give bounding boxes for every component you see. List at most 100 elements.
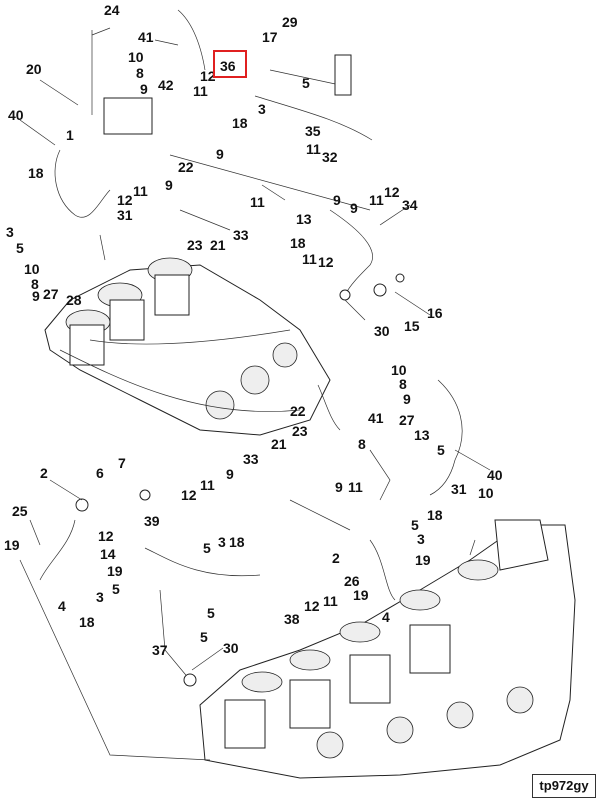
callout-label: 28 [66,292,82,308]
callout-label: 2 [332,550,340,566]
callout-label: 11 [193,83,208,99]
callout-label: 31 [451,481,467,497]
callout-label: 8 [31,276,39,292]
callout-label: 11 [302,251,317,267]
callout-label: 1 [66,127,74,143]
callout-label: 5 [200,629,208,645]
callout-label: 42 [158,77,174,93]
callout-label: 18 [28,165,44,181]
upper-engine-block [44,257,331,436]
callout-label: 12 [181,487,197,503]
callout-label: 30 [374,323,390,339]
callout-label: 4 [382,609,390,625]
callout-label: 38 [284,611,300,627]
callout-label: 12 [200,68,216,84]
highlight-box [213,50,247,78]
callout-label: 41 [138,29,154,45]
callout-label: 15 [404,318,420,334]
callout-label: 27 [399,412,415,428]
callout-label: 18 [427,507,443,523]
callout-label: 34 [402,197,418,213]
callout-label: 41 [368,410,384,426]
callout-label: 39 [144,513,160,529]
callout-label: 4 [58,598,66,614]
callout-label: 40 [8,107,24,123]
callout-label: 9 [350,200,358,216]
callout-label: 10 [128,49,144,65]
callout-label: 29 [282,14,298,30]
callout-label: 18 [229,534,245,550]
callout-label: 31 [117,207,133,223]
lower-pipe-assembly [19,379,476,761]
callout-label: 19 [353,587,369,603]
callout-label: 18 [79,614,95,630]
callout-label: 12 [318,254,334,270]
callout-label: 11 [323,593,338,609]
callout-label: 5 [203,540,211,556]
callout-label: 3 [96,589,104,605]
callout-label: 6 [96,465,104,481]
callout-label: 10 [478,485,494,501]
callout-label: 18 [290,235,306,251]
callout-label: 13 [296,211,312,227]
callout-label: 27 [43,286,59,302]
callout-labels: 24 41 10 8 42 9 17 29 36 12 5 20 1 11 18… [4,2,503,658]
callout-label: 5 [411,517,419,533]
callout-label: 32 [322,149,338,165]
callout-label: 8 [399,376,407,392]
callout-label: 19 [4,537,20,553]
callout-label: 25 [12,503,28,519]
callout-label: 23 [187,237,203,253]
callout-label: 33 [243,451,259,467]
callout-label: 9 [216,146,224,162]
callout-label: 10 [24,261,40,277]
callout-label: 2 [40,465,48,481]
reference-code-label: tp972gy [532,774,596,798]
callout-label: 24 [104,2,120,18]
callout-label: 9 [333,192,341,208]
callout-label: 22 [290,403,306,419]
callout-label: 5 [112,581,120,597]
callout-label: 26 [344,573,360,589]
callout-label: 5 [16,240,24,256]
callout-label: 12 [304,598,320,614]
callout-label: 3 [417,531,425,547]
callout-label: 5 [207,605,215,621]
callout-label: 9 [335,479,343,495]
callout-label: 11 [348,479,363,495]
callout-label: 3 [218,534,226,550]
callout-label: 35 [305,123,321,139]
callout-label: 3 [6,224,14,240]
callout-label: 12 [117,192,133,208]
callout-label: 11 [369,192,384,208]
callout-label: 40 [487,467,503,483]
lower-engine-block [199,519,576,779]
callout-label: 23 [292,423,308,439]
callout-label: 33 [233,227,249,243]
callout-label: 30 [223,640,239,656]
callout-label: 11 [133,183,148,199]
callout-label: 14 [100,546,116,562]
callout-label: 19 [107,563,123,579]
callout-label: 18 [232,115,248,131]
callout-label: 8 [358,436,366,452]
callout-label: 21 [271,436,287,452]
callout-label: 12 [98,528,114,544]
leader-lines [19,27,491,671]
callout-label: 5 [302,75,310,91]
callout-label: 5 [437,442,445,458]
callout-label: 9 [32,288,40,304]
callout-label: 9 [403,391,411,407]
callout-label: 9 [140,81,148,97]
upper-pipe-assembly [54,9,405,301]
callout-label: 7 [118,455,126,471]
callout-label: 36 [220,58,236,74]
callout-label: 22 [178,159,194,175]
callout-label: 37 [152,642,168,658]
callout-label: 9 [165,177,173,193]
callout-label: 17 [262,29,278,45]
callout-label: 11 [306,141,321,157]
callout-label: 8 [136,65,144,81]
callout-label: 16 [427,305,443,321]
callout-label: 19 [415,552,431,568]
